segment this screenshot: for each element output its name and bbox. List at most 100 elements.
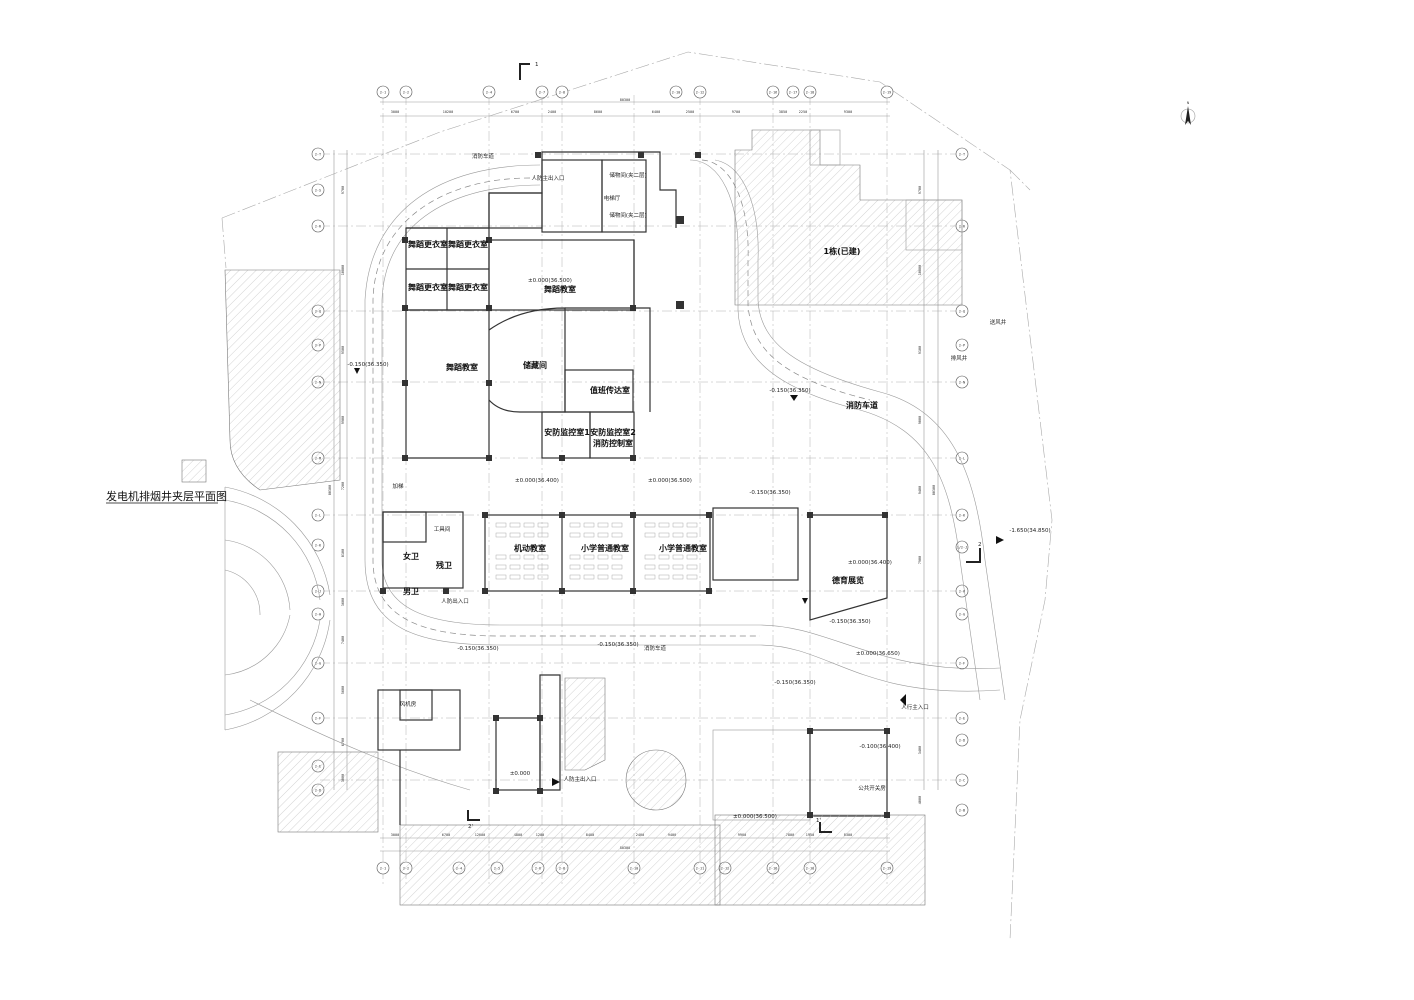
drawing-title: 发电机排烟井夹层平面图 <box>106 489 227 503</box>
label-fire-lane-1: 消防车道 <box>472 152 495 160</box>
axis-label: 2-Q <box>959 310 965 314</box>
level-tag: -1.650(34.850) <box>1009 528 1050 534</box>
axis-label: 1/2-J <box>957 546 968 550</box>
left-amphitheater <box>181 269 341 731</box>
section-mark-top: 1 <box>535 62 539 68</box>
elevation-labels: ±0.000(36.500) -0.150(36.350) -0.150(36.… <box>347 278 1050 820</box>
label-fire-lane-3: 消防车道 <box>644 644 667 652</box>
building-1-existing <box>734 129 963 306</box>
axis-label: 2-1 <box>380 91 386 95</box>
upper-block <box>405 151 677 459</box>
level-tag: -0.150(36.350) <box>829 619 870 625</box>
axis-bubbles-top: 2-1 2-2 2-4 2-7 2-8 2-10 2-12 2-16 2-17 … <box>376 85 894 99</box>
level-tag: -0.150(36.350) <box>597 642 638 648</box>
axis-label: 2-7 <box>539 91 545 95</box>
section-mark-bottom-right: 1' <box>816 818 821 824</box>
level-tag: -0.150(36.350) <box>749 490 790 496</box>
room-male-wc: 男卫 <box>403 587 419 596</box>
axis-label: 2-L <box>315 514 321 518</box>
axis-label: 2-H <box>315 613 321 617</box>
dimension-left: 8100 <box>341 549 345 557</box>
room-primary-classroom-1: 小学普通教室 <box>580 543 629 553</box>
axis-label: 2-4 <box>486 91 492 95</box>
label-air-raid-small: 人防出入口 <box>441 597 469 605</box>
dimension-top: 9300 <box>844 110 852 114</box>
level-tag: ±0.000(36.500) <box>528 278 572 284</box>
dimension-right: 9000 <box>918 416 922 424</box>
dimension-bottom: 3000 <box>391 833 399 837</box>
room-storeroom-b: 储物间(夹二层) <box>609 211 646 219</box>
axis-label: 2-17 <box>789 91 797 95</box>
label-air-raid-entry-bottom: 人防主出入口 <box>563 775 596 783</box>
axis-label: 2-12 <box>696 91 704 95</box>
dimension-top: 3850 <box>779 110 787 114</box>
dimension-top: 8600 <box>594 110 602 114</box>
axis-label: 2-S <box>315 189 321 193</box>
axis-label: 2-R <box>315 225 322 229</box>
axis-label: 2-F <box>959 662 965 666</box>
dimension-right: 9700 <box>918 186 922 194</box>
dimension-left: 7200 <box>341 482 345 490</box>
room-dance-dressing-3: 舞蹈更衣室 <box>407 282 448 292</box>
room-fire-control: 消防控制室 <box>593 438 633 448</box>
section-marks: 1 2 2' 1' <box>467 62 982 833</box>
label-pedestrian-entry: 人行主入口 <box>901 703 929 711</box>
dimension-right: 3400 <box>918 746 922 754</box>
dimension-top: 3000 <box>391 110 399 114</box>
dimension-right: 9400 <box>918 486 922 494</box>
dimension-top: 2250 <box>799 110 807 114</box>
room-fan: 风机房 <box>400 700 417 708</box>
axis-label: 2-H <box>959 590 965 594</box>
dimension-left: 5600 <box>341 686 345 694</box>
axis-label: 2-F <box>315 717 321 721</box>
axis-label: 2-19 <box>883 91 891 95</box>
axis-label: 2-T <box>315 153 322 157</box>
room-primary-classroom-2: 小学普通教室 <box>658 543 707 553</box>
level-tag: -0.150(36.350) <box>347 362 388 368</box>
dimension-left: 9900 <box>341 416 345 424</box>
axis-label: 2-T <box>959 153 966 157</box>
dimension-top: 2500 <box>686 110 694 114</box>
level-tag: -0.150(36.350) <box>769 388 810 394</box>
axis-label: 2-K <box>959 514 966 518</box>
classroom-strip <box>382 507 888 621</box>
level-tag: ±0.000(36.400) <box>848 560 892 566</box>
level-tag: ±0.000(36.650) <box>856 651 900 657</box>
room-dance-dressing-2: 舞蹈更衣室 <box>447 239 488 249</box>
drawing-title-block: 发电机排烟井夹层平面图 <box>106 489 227 504</box>
level-tag: ±0.000(36.500) <box>648 478 692 484</box>
level-tag: -0.100(36.400) <box>859 744 900 750</box>
level-tag: -0.150(36.350) <box>457 646 498 652</box>
dimension-right: 9100 <box>918 346 922 354</box>
dimension-total-left: 80300 <box>328 485 332 496</box>
room-dance-dressing-1: 舞蹈更衣室 <box>407 239 448 249</box>
level-markers <box>354 368 1004 786</box>
north-label: N <box>1187 101 1189 105</box>
room-storage: 储藏间 <box>522 360 547 370</box>
room-mobile-classroom: 机动教室 <box>514 543 546 553</box>
room-tool: 工具间 <box>434 525 451 533</box>
axis-label: 2-16 <box>769 91 777 95</box>
axis-label: 2-G <box>315 662 321 666</box>
north-arrow: N <box>1180 101 1196 125</box>
level-tag: ±0.000(36.500) <box>733 814 777 820</box>
dimension-left: 3600 <box>341 598 345 606</box>
axis-label: 2-R <box>959 225 966 229</box>
room-security-1: 安防监控室1 <box>544 427 590 437</box>
axis-label: 2-1 <box>380 867 386 871</box>
axis-label: 2-G <box>959 613 965 617</box>
room-building-1: 1栋(已建) <box>824 246 861 256</box>
dimension-left: 9500 <box>341 346 345 354</box>
axis-label: 2-L <box>959 457 965 461</box>
dimension-left: 9700 <box>341 186 345 194</box>
axis-label: 2-10 <box>672 91 680 95</box>
label-stair-mark: 加梯 <box>392 482 404 490</box>
dimension-chain-top: 80300 3000 10200 6700 2400 8600 6400 250… <box>380 98 890 117</box>
axis-label: 2-D <box>959 739 965 743</box>
room-dance-classroom-2: 舞蹈教室 <box>445 362 478 372</box>
room-dance-dressing-4: 舞蹈更衣室 <box>447 282 488 292</box>
site-boundary <box>221 51 1053 941</box>
room-moral-exhibition: 德育展览 <box>832 575 864 585</box>
dimension-right: 7900 <box>918 556 922 564</box>
